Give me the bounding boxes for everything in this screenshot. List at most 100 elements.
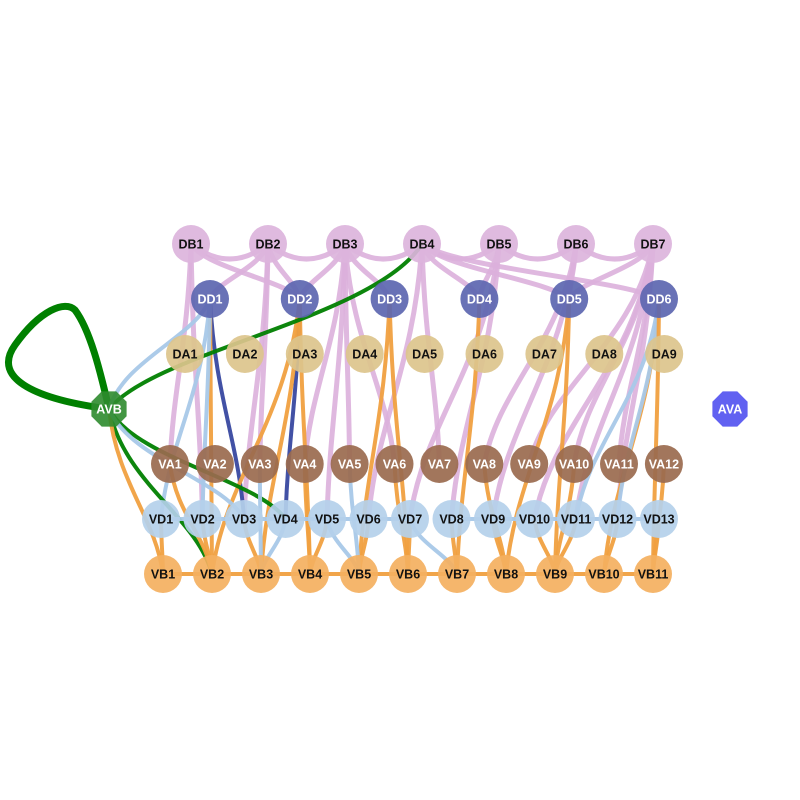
node-label: DA8	[592, 348, 617, 362]
node-label: VD3	[232, 513, 256, 527]
node-dd5[interactable]: DD5	[550, 280, 589, 318]
node-vb6[interactable]: VB6	[389, 555, 427, 593]
edge-DD1-VD2	[200, 297, 212, 521]
node-dd2[interactable]: DD2	[280, 280, 319, 318]
node-va3[interactable]: VA3	[240, 445, 279, 483]
node-vb3[interactable]: VB3	[242, 555, 280, 593]
node-db4[interactable]: DB4	[403, 225, 441, 263]
node-va7[interactable]: VA7	[420, 445, 459, 483]
node-dd1[interactable]: DD1	[191, 280, 229, 318]
node-dd6[interactable]: DD6	[640, 280, 678, 318]
node-label: DB7	[640, 238, 665, 252]
node-vb9[interactable]: VB9	[536, 555, 574, 593]
node-shape	[326, 225, 364, 263]
node-db5[interactable]: DB5	[480, 225, 518, 263]
node-label: VD7	[398, 513, 422, 527]
node-vd10[interactable]: VD10	[515, 500, 554, 538]
node-dd4[interactable]: DD4	[460, 280, 499, 318]
node-label: VB8	[494, 568, 518, 582]
edge-DD6-VD12	[615, 297, 661, 521]
node-va9[interactable]: VA9	[510, 445, 549, 483]
node-va1[interactable]: VA1	[151, 445, 189, 483]
node-da6[interactable]: DA6	[465, 335, 504, 373]
node-vb4[interactable]: VB4	[291, 555, 329, 593]
node-va4[interactable]: VA4	[285, 445, 324, 483]
node-label: VD5	[315, 513, 339, 527]
node-shape	[183, 500, 222, 538]
node-vd12[interactable]: VD12	[598, 500, 637, 538]
node-shape	[550, 280, 589, 318]
edge-DD5-VB8	[504, 297, 572, 576]
node-va11[interactable]: VA11	[600, 445, 638, 483]
node-da3[interactable]: DA3	[285, 335, 324, 373]
node-vd1[interactable]: VD1	[142, 500, 180, 538]
node-da5[interactable]: DA5	[405, 335, 444, 373]
edge-DD5-VB9	[553, 297, 572, 576]
node-vd5[interactable]: VD5	[308, 500, 346, 538]
node-shape	[585, 335, 624, 373]
node-label: VA12	[649, 458, 679, 472]
node-va10[interactable]: VA10	[555, 445, 594, 483]
node-da1[interactable]: DA1	[166, 335, 204, 373]
node-shape	[375, 445, 414, 483]
node-vb2[interactable]: VB2	[193, 555, 231, 593]
node-label: VB2	[200, 568, 224, 582]
node-label: VA11	[604, 458, 634, 472]
node-vd11[interactable]: VD11	[557, 500, 595, 538]
node-vd4[interactable]: VD4	[266, 500, 305, 538]
node-db6[interactable]: DB6	[557, 225, 595, 263]
node-shape	[585, 555, 623, 593]
node-da4[interactable]: DA4	[345, 335, 384, 373]
node-vb7[interactable]: VB7	[438, 555, 476, 593]
node-vd13[interactable]: VD13	[640, 500, 678, 538]
node-label: VA9	[518, 458, 541, 472]
node-label: VB1	[151, 568, 175, 582]
node-vd3[interactable]: VD3	[225, 500, 263, 538]
node-vd2[interactable]: VD2	[183, 500, 222, 538]
node-va12[interactable]: VA12	[644, 445, 683, 483]
node-label: VD9	[481, 513, 505, 527]
node-vd9[interactable]: VD9	[474, 500, 512, 538]
node-vd6[interactable]: VD6	[349, 500, 388, 538]
node-va5[interactable]: VA5	[330, 445, 369, 483]
node-db2[interactable]: DB2	[249, 225, 287, 263]
node-avb[interactable]: AVB	[91, 391, 127, 427]
node-vb1[interactable]: VB1	[144, 555, 182, 593]
node-shape	[515, 500, 554, 538]
node-label: VA10	[559, 458, 589, 472]
node-label: DA1	[172, 348, 197, 362]
node-label: DB4	[409, 238, 434, 252]
node-vd8[interactable]: VD8	[432, 500, 471, 538]
node-label: VD12	[602, 513, 633, 527]
edge-AVB-VB1	[107, 407, 165, 576]
node-vb11[interactable]: VB11	[634, 555, 672, 593]
node-vd7[interactable]: VD7	[391, 500, 429, 538]
node-da9[interactable]: DA9	[645, 335, 684, 373]
node-va6[interactable]: VA6	[375, 445, 414, 483]
node-da8[interactable]: DA8	[585, 335, 624, 373]
node-shape	[291, 555, 329, 593]
node-vb10[interactable]: VB10	[585, 555, 623, 593]
node-shape	[420, 445, 459, 483]
node-shape	[557, 225, 595, 263]
node-shape	[151, 445, 189, 483]
node-shape	[308, 500, 346, 538]
node-ava[interactable]: AVA	[712, 391, 748, 427]
node-va2[interactable]: VA2	[195, 445, 234, 483]
node-da2[interactable]: DA2	[225, 335, 264, 373]
node-dd3[interactable]: DD3	[370, 280, 409, 318]
node-vb8[interactable]: VB8	[487, 555, 525, 593]
node-db3[interactable]: DB3	[326, 225, 364, 263]
node-db1[interactable]: DB1	[172, 225, 210, 263]
node-da7[interactable]: DA7	[525, 335, 564, 373]
node-label: VB9	[543, 568, 567, 582]
node-vb5[interactable]: VB5	[340, 555, 378, 593]
node-label: VD10	[519, 513, 550, 527]
node-va8[interactable]: VA8	[465, 445, 504, 483]
node-db7[interactable]: DB7	[634, 225, 672, 263]
node-label: DA4	[352, 348, 377, 362]
node-shape	[144, 555, 182, 593]
node-label: VB6	[396, 568, 420, 582]
node-shape	[330, 445, 369, 483]
